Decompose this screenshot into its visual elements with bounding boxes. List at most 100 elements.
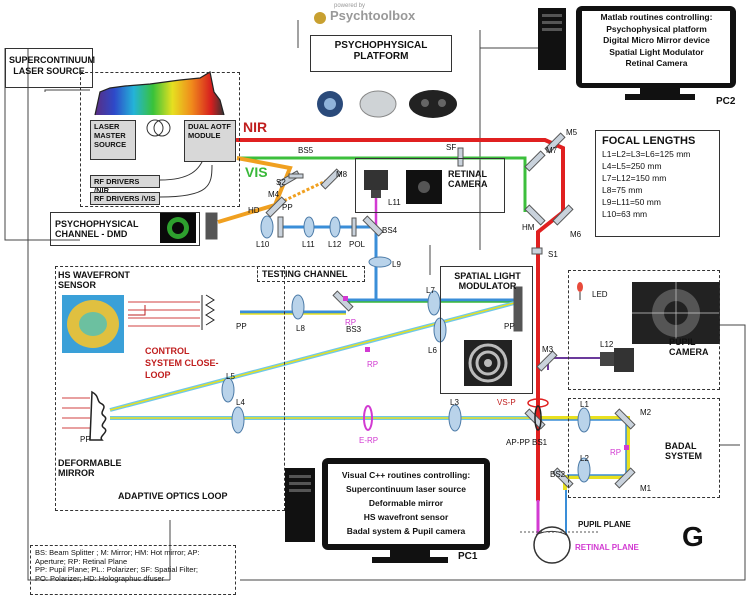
label-rp-1: RP [345, 318, 357, 327]
dual-aotf-label: DUAL AOTF MODULE [188, 122, 231, 140]
lens-l2 [577, 457, 591, 483]
ao-region [55, 266, 285, 511]
badal-label: BADAL SYSTEM [665, 441, 703, 461]
pc2-monitor-icon [576, 6, 736, 100]
retinal-camera-label: RETINAL CAMERA [448, 169, 488, 189]
pc1-line: HS wavefront sensor [363, 512, 449, 522]
pc2-text: Matlab routines controlling: Psychophysi… [584, 12, 729, 70]
pc1-tower-icon [285, 468, 315, 542]
pc1-line: Badal system & Pupil camera [346, 526, 466, 536]
label-m4: M4 [268, 190, 280, 199]
figure-letter: G [682, 521, 704, 552]
label-pp-dm: PP [80, 435, 91, 444]
pc2-line: Psychophysical platform [606, 23, 707, 34]
pc2-tower-icon [538, 8, 566, 70]
watermark-small: powered by [334, 3, 366, 9]
retinal-plane-label: RETINAL PLANE [575, 543, 639, 552]
legend-line: Aperture; RP: Retinal Plane [35, 556, 128, 566]
ao-loop-label: ADAPTIVE OPTICS LOOP [118, 491, 228, 501]
lens-l8 [291, 294, 305, 320]
lens-l11 [303, 216, 315, 238]
psychophysical-platform-label: PSYCHOPHYSICAL PLATFORM [334, 40, 428, 62]
lens-l3 [448, 404, 462, 432]
psychophysical-channel-label: PSYCHOPHYSICAL CHANNEL - DMD [55, 219, 139, 239]
vs-p-marker [527, 398, 549, 408]
pc2-line: Retinal Camera [625, 58, 688, 68]
deformable-mirror-label: DEFORMABLE MIRROR [58, 458, 122, 478]
label-led: LED [592, 290, 608, 299]
label-l3: L3 [450, 398, 459, 407]
label-m6: M6 [570, 230, 582, 239]
label-pp-hs: PP [236, 322, 247, 331]
pc1-line: Deformable mirror [368, 498, 444, 508]
vis-label: VIS [245, 164, 268, 180]
label-l1: L1 [580, 400, 589, 409]
pc1-line: Supercontinuum laser source [346, 484, 466, 494]
rf-nir-box: RF DRIVERS /NIR [90, 175, 160, 195]
legend-box: BS: Beam Splitter ; M: Mirror; HM: Hot m… [30, 545, 236, 595]
label-erp: E-RP [359, 436, 379, 445]
label-hd: HD [248, 206, 260, 215]
laser-master-label: LASER MASTER SOURCE [94, 122, 127, 149]
label-pp-slm: PP [504, 322, 515, 331]
rf-vis-label: RF DRIVERS /VIS [94, 194, 156, 203]
label-hm: HM [522, 223, 535, 232]
laser-source-box: SUPERCONTINUUM LASER SOURCE [5, 48, 96, 88]
control-loop-label: CONTROL SYSTEM CLOSE-LOOP [145, 346, 219, 380]
label-m7: M7 [546, 146, 558, 155]
lens-l4 [231, 406, 245, 434]
label-l5: L5 [226, 372, 235, 381]
label-m1: M1 [640, 484, 652, 493]
testing-channel-label: TESTING CHANNEL [262, 269, 348, 279]
testing-channel-box: TESTING CHANNEL [257, 266, 365, 282]
e-rp-marker [363, 405, 373, 431]
label-pol: POL [349, 240, 366, 249]
focal-line: L8=75 mm [602, 185, 643, 195]
pc1-line: Visual C++ routines controlling: [341, 470, 471, 480]
label-rp-2: RP [367, 360, 379, 369]
dual-aotf-box: DUAL AOTF MODULE [184, 120, 236, 162]
focal-line: L7=L12=150 mm [602, 173, 667, 183]
pupil-camera-region: PUPIL CAMERA [568, 270, 720, 390]
laser-source-label: SUPERCONTINUUM LASER SOURCE [9, 55, 96, 76]
pc1-monitor-icon [322, 458, 490, 563]
focal-line: L9=L11=50 mm [602, 197, 661, 207]
psychtoolbox-logo-icon [314, 12, 326, 24]
lens-l9 [368, 256, 392, 268]
deformable-mirror-surface [89, 390, 107, 441]
connector-line [240, 324, 746, 581]
label-l11: L11 [302, 240, 315, 249]
laser-system-region [80, 72, 240, 207]
laser-master-box: LASER MASTER SOURCE [90, 120, 136, 160]
label-m3: M3 [542, 345, 554, 354]
pupil-plane-label: PUPIL PLANE [578, 520, 631, 529]
label-l8: L8 [296, 324, 305, 333]
pc2-label: PC2 [716, 96, 736, 107]
led-icon [577, 282, 583, 292]
label-m8: M8 [336, 170, 348, 179]
nir-label: NIR [243, 119, 268, 135]
hs-sensor-label: HS WAVEFRONT SENSOR [58, 270, 130, 290]
slm-box: SPATIAL LIGHT MODULATOR [440, 266, 533, 394]
pc2-line: Digital Micro Mirror device [603, 35, 710, 45]
label-l12b: L12 [600, 340, 614, 349]
retinal-camera-icon [364, 170, 388, 190]
eye-icon [533, 526, 571, 564]
legend-line: PP: Pupil Plane; PL.: Polarizer; SF: Spa… [35, 565, 198, 574]
legend-line: PO: Polarizer; HD: Holographuc dfuser [35, 573, 165, 583]
label-vsp: VS-P [497, 398, 516, 407]
focal-line: L10=63 mm [602, 209, 648, 219]
rf-vis-box: RF DRIVERS /VIS [90, 192, 160, 205]
platform-photos [317, 90, 457, 118]
pc1-label: PC1 [458, 551, 478, 562]
connector-line [44, 89, 90, 92]
focal-line: L1=L2=L3=L6=125 mm [602, 149, 691, 159]
connector-line [27, 48, 170, 581]
label-m2: M2 [640, 408, 652, 417]
legend-line: BS: Beam Splitter ; M: Mirror; HM: Hot m… [35, 548, 200, 557]
ap-pp-marker [534, 405, 542, 431]
label-sf: SF [446, 143, 457, 152]
label-rp-3: RP [610, 448, 622, 457]
label-m5: M5 [566, 128, 578, 137]
